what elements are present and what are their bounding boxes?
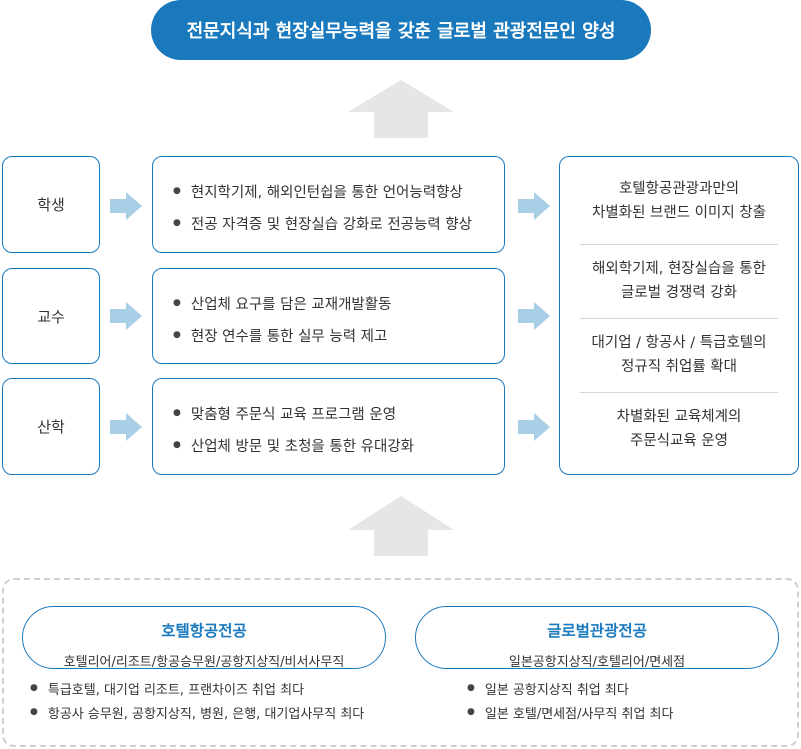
major-subtitle: 호텔리어/리조트/항공승무원/공항지상직/비서사무직: [63, 655, 345, 670]
row-label-professor: 교수: [2, 268, 100, 364]
right-arrow-icon: [518, 302, 550, 330]
outcome-line: 해외학기제, 현장실습을 통한: [592, 261, 766, 277]
bullet-icon: ●: [30, 707, 38, 717]
right-arrow-icon: [518, 413, 550, 441]
list-item: ● 항공사 승무원, 공항지상직, 병원, 은행, 대기업사무직 최다: [30, 700, 364, 724]
right-arrow-icon: [110, 192, 142, 220]
major-subtitle: 일본공항지상직/호텔리어/면세점: [508, 655, 686, 670]
list-item: ● 맞춤형 주문식 교육 프로그램 운영: [173, 397, 494, 429]
bullet-icon: ●: [173, 298, 181, 308]
up-arrow-icon: [348, 496, 454, 556]
goal-banner: 전문지식과 현장실무능력을 갖춘 글로벌 관광전문인 양성: [151, 0, 651, 60]
majors-section: [2, 578, 799, 747]
major-title: 글로벌관광전공: [547, 622, 647, 640]
list-item-text: 산업체 요구를 담은 교재개발활동: [190, 296, 392, 313]
list-item-text: 전공 자격증 및 현장실습 강화로 전공능력 향상: [190, 216, 472, 233]
list-item: ● 산업체 요구를 담은 교재개발활동: [173, 287, 494, 319]
row-label-text: 산학: [37, 418, 65, 436]
goal-banner-text: 전문지식과 현장실무능력을 갖춘 글로벌 관광전문인 양성: [186, 21, 616, 42]
major-card-global-tourism: 글로벌관광전공 일본공항지상직/호텔리어/면세점: [415, 606, 779, 670]
bullet-icon: ●: [173, 440, 181, 450]
bullet-icon: ●: [467, 683, 475, 693]
list-item: ● 현장 연수를 통한 실무 능력 제고: [173, 319, 494, 351]
list-item: ● 특급호텔, 대기업 리조트, 프랜차이즈 취업 최다: [30, 676, 364, 700]
list-item-text: 특급호텔, 대기업 리조트, 프랜차이즈 취업 최다: [47, 682, 305, 698]
list-item: ● 전공 자격증 및 현장실습 강화로 전공능력 향상: [173, 207, 494, 239]
list-item-text: 현지학기제, 해외인턴쉽을 통한 언어능력향상: [190, 184, 463, 201]
divider: [580, 244, 778, 245]
list-item-text: 현장 연수를 통한 실무 능력 제고: [190, 328, 388, 345]
list-item-text: 일본 공항지상직 취업 최다: [484, 682, 629, 698]
list-item-text: 일본 호텔/면세점/사무직 취업 최다: [484, 706, 674, 722]
divider: [580, 392, 778, 393]
right-arrow-icon: [110, 302, 142, 330]
major-highlights-hotel-airline: ● 특급호텔, 대기업 리조트, 프랜차이즈 취업 최다 ● 항공사 승무원, 공항…: [30, 676, 364, 724]
list-item: ● 산업체 방문 및 초청을 통한 유대강화: [173, 429, 494, 461]
outcome-line: 주문식교육 운영: [629, 433, 728, 449]
list-item-text: 맞춤형 주문식 교육 프로그램 운영: [190, 406, 397, 423]
bullet-icon: ●: [173, 408, 181, 418]
row-detail-student: ● 현지학기제, 해외인턴쉽을 통한 언어능력향상 ● 전공 자격증 및 현장실습 …: [152, 156, 505, 253]
outcome-line: 차별화된 브랜드 이미지 창출: [592, 204, 766, 221]
up-arrow-icon: [348, 80, 454, 138]
list-item-text: 항공사 승무원, 공항지상직, 병원, 은행, 대기업사무직 최다: [47, 706, 365, 722]
major-highlights-global-tourism: ● 일본 공항지상직 취업 최다 ● 일본 호텔/면세점/사무직 취업 최다: [467, 676, 673, 724]
list-item: ● 현지학기제, 해외인턴쉽을 통한 언어능력향상: [173, 175, 494, 207]
outcome-line: 정규직 취업률 확대: [621, 359, 737, 375]
list-item: ● 일본 호텔/면세점/사무직 취업 최다: [467, 700, 673, 724]
bullet-icon: ●: [173, 186, 181, 196]
right-arrow-icon: [110, 413, 142, 441]
bullet-icon: ●: [173, 218, 181, 228]
outcome-line: 글로벌 경쟁력 강화: [621, 285, 737, 301]
major-card-hotel-airline: 호텔항공전공 호텔리어/리조트/항공승무원/공항지상직/비서사무직: [22, 606, 386, 670]
row-label-text: 교수: [37, 307, 65, 326]
outcome-line: 대기업 / 항공사 / 특급호텔의: [591, 335, 767, 351]
outcome-line: 호텔항공관광과만의: [618, 180, 740, 197]
major-title: 호텔항공전공: [161, 622, 247, 640]
outcome-line: 차별화된 교육체계의: [616, 409, 742, 425]
divider: [580, 318, 778, 319]
row-detail-industry: ● 맞춤형 주문식 교육 프로그램 운영 ● 산업체 방문 및 초청을 통한 유대강…: [152, 378, 505, 475]
row-detail-professor: ● 산업체 요구를 담은 교재개발활동 ● 현장 연수를 통한 실무 능력 제고: [152, 268, 505, 364]
bullet-icon: ●: [467, 707, 475, 717]
right-arrow-icon: [518, 192, 550, 220]
bullet-icon: ●: [173, 330, 181, 340]
list-item-text: 산업체 방문 및 초청을 통한 유대강화: [190, 438, 415, 455]
list-item: ● 일본 공항지상직 취업 최다: [467, 676, 673, 700]
bullet-icon: ●: [30, 683, 38, 693]
row-label-text: 학생: [37, 196, 65, 214]
row-label-industry: 산학: [2, 378, 100, 475]
row-label-student: 학생: [2, 156, 100, 253]
